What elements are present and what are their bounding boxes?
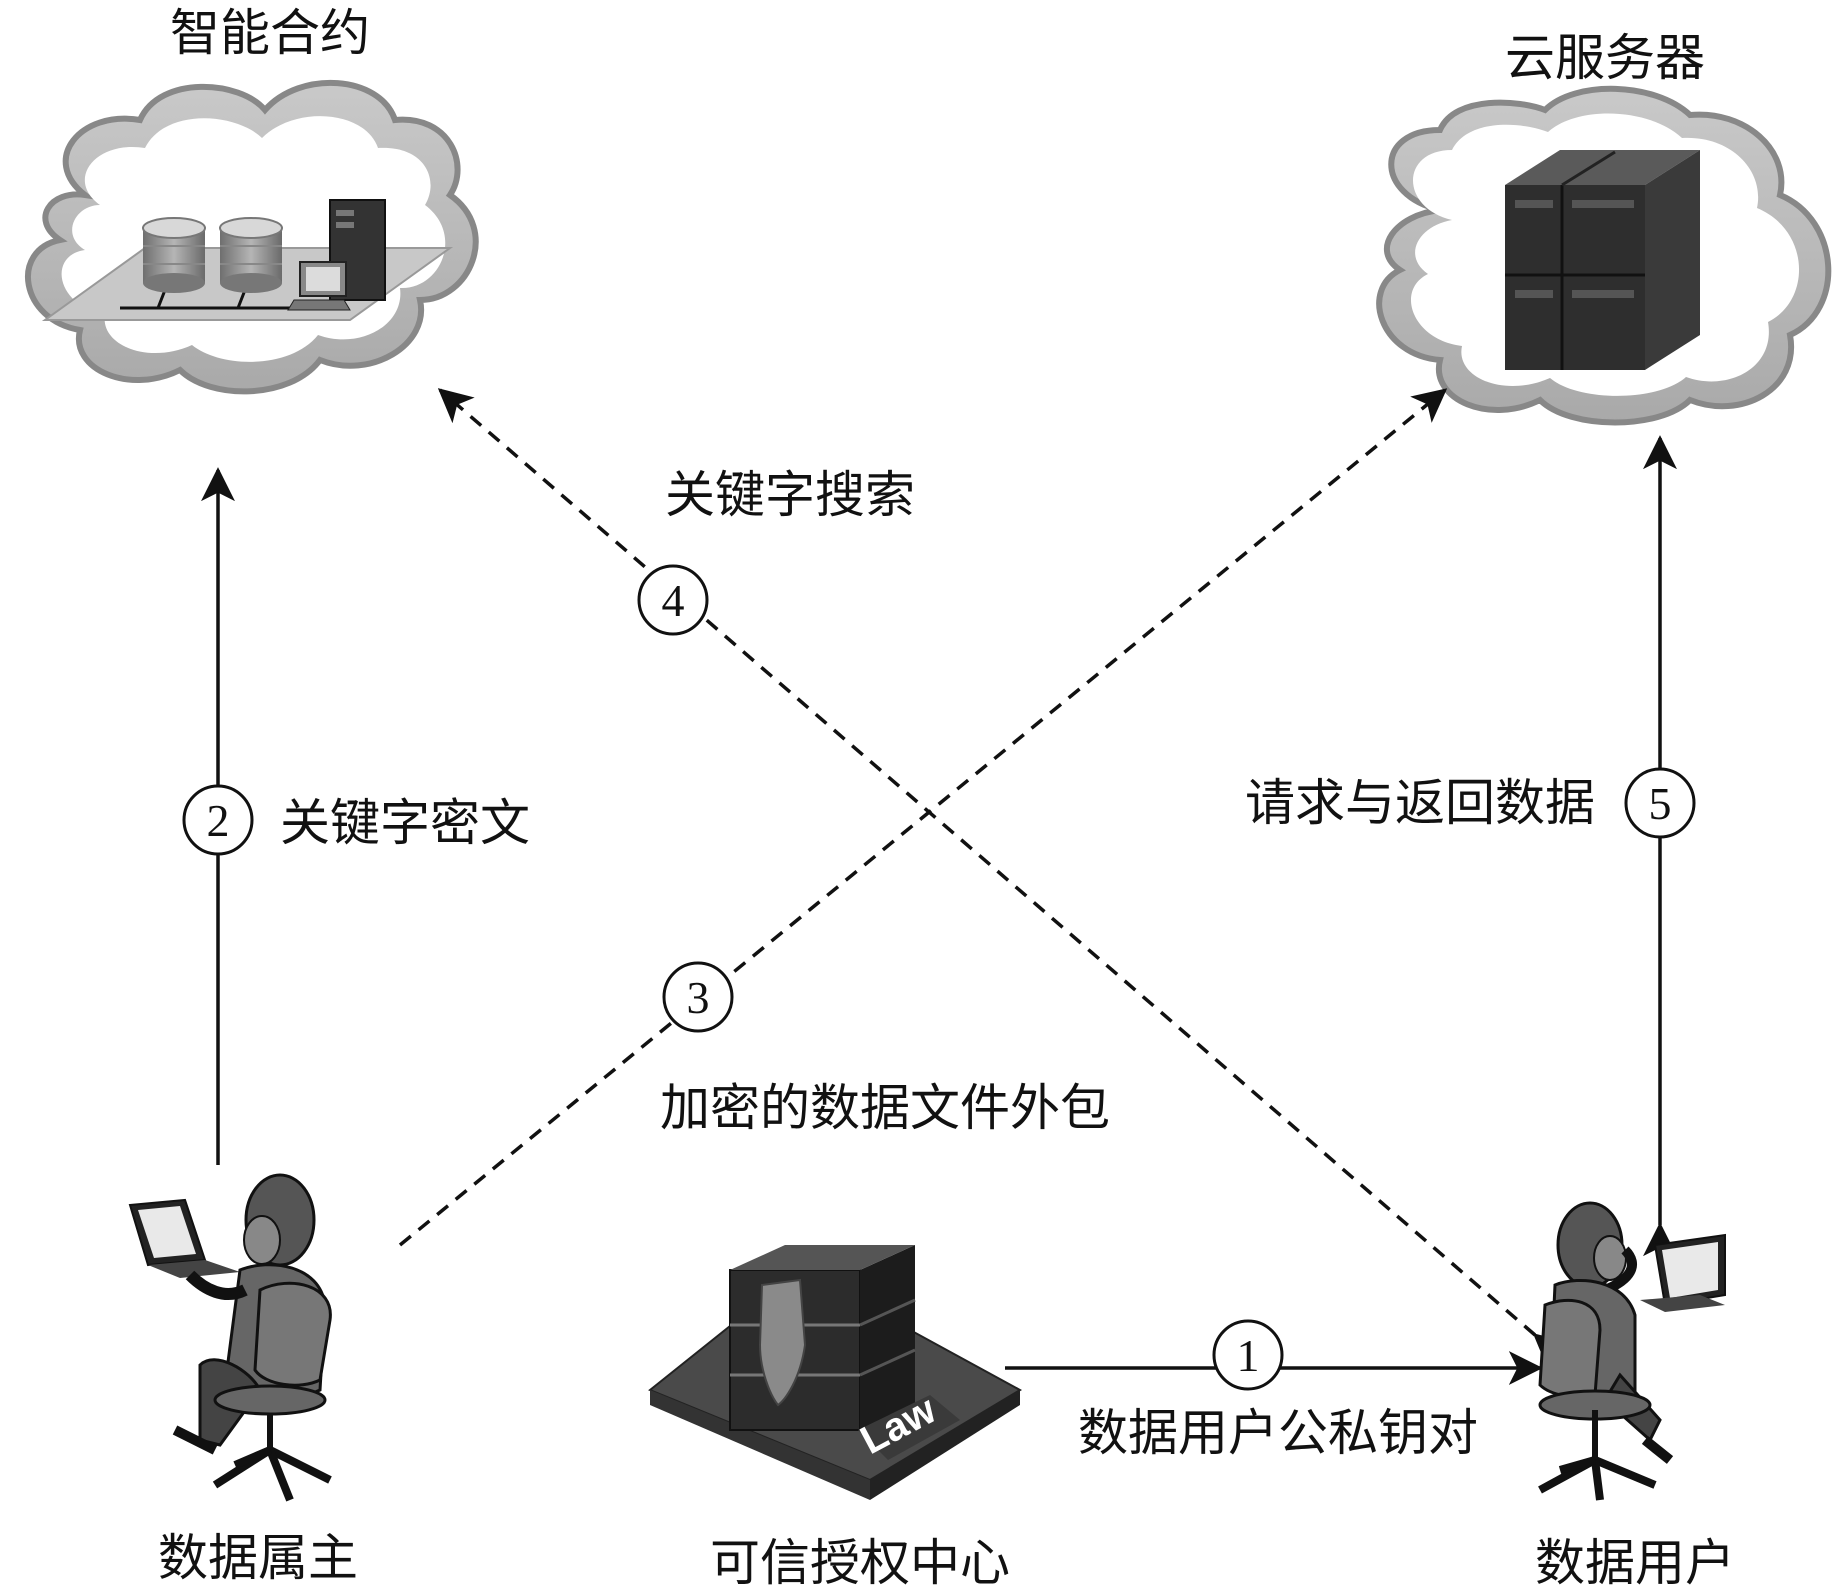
- step-marker-2: 2: [182, 784, 254, 856]
- database-icon: [142, 217, 206, 293]
- smart-contract-label: 智能合约: [170, 4, 370, 62]
- step-marker-4: 4: [637, 564, 709, 636]
- person-laptop-icon: [128, 1173, 332, 1502]
- cloud-server-label: 云服务器: [1505, 29, 1705, 87]
- cloud-server-node: 云服务器: [1376, 29, 1832, 426]
- edge-label-keyword-search: 关键字搜索: [665, 466, 915, 524]
- svg-text:4: 4: [662, 575, 685, 626]
- edge-label-request-return: 请求与返回数据: [1245, 774, 1595, 832]
- step-marker-1: 1: [1212, 1319, 1284, 1391]
- data-user-node: 数据用户: [1535, 1201, 1735, 1592]
- server-rack-icon: [1505, 150, 1700, 370]
- trusted-authority-label: 可信授权中心: [710, 1534, 1010, 1592]
- step-marker-3: 3: [662, 961, 734, 1033]
- arrow-keyword-search: [437, 388, 1570, 1369]
- edge-label-key-pair: 数据用户公私钥对: [1078, 1404, 1478, 1462]
- data-owner-node: 数据属主: [128, 1173, 358, 1587]
- data-user-label: 数据用户: [1535, 1534, 1735, 1592]
- edge-label-keyword-ciphertext: 关键字密文: [280, 794, 530, 852]
- data-owner-label: 数据属主: [158, 1529, 358, 1587]
- person-laptop-icon: [1538, 1201, 1726, 1501]
- step-marker-5: 5: [1624, 767, 1696, 839]
- svg-text:1: 1: [1237, 1330, 1260, 1381]
- svg-text:5: 5: [1649, 778, 1672, 829]
- law-building-icon: Law: [648, 1245, 1023, 1500]
- computer-icon: [287, 199, 386, 311]
- edge-label-encrypted-outsourcing: 加密的数据文件外包: [660, 1079, 1110, 1137]
- smart-contract-node: 智能合约: [25, 4, 479, 395]
- trusted-authority-node: Law 可信授权中心: [648, 1245, 1023, 1592]
- svg-text:2: 2: [207, 795, 230, 846]
- svg-text:3: 3: [687, 972, 710, 1023]
- database-icon: [219, 217, 283, 293]
